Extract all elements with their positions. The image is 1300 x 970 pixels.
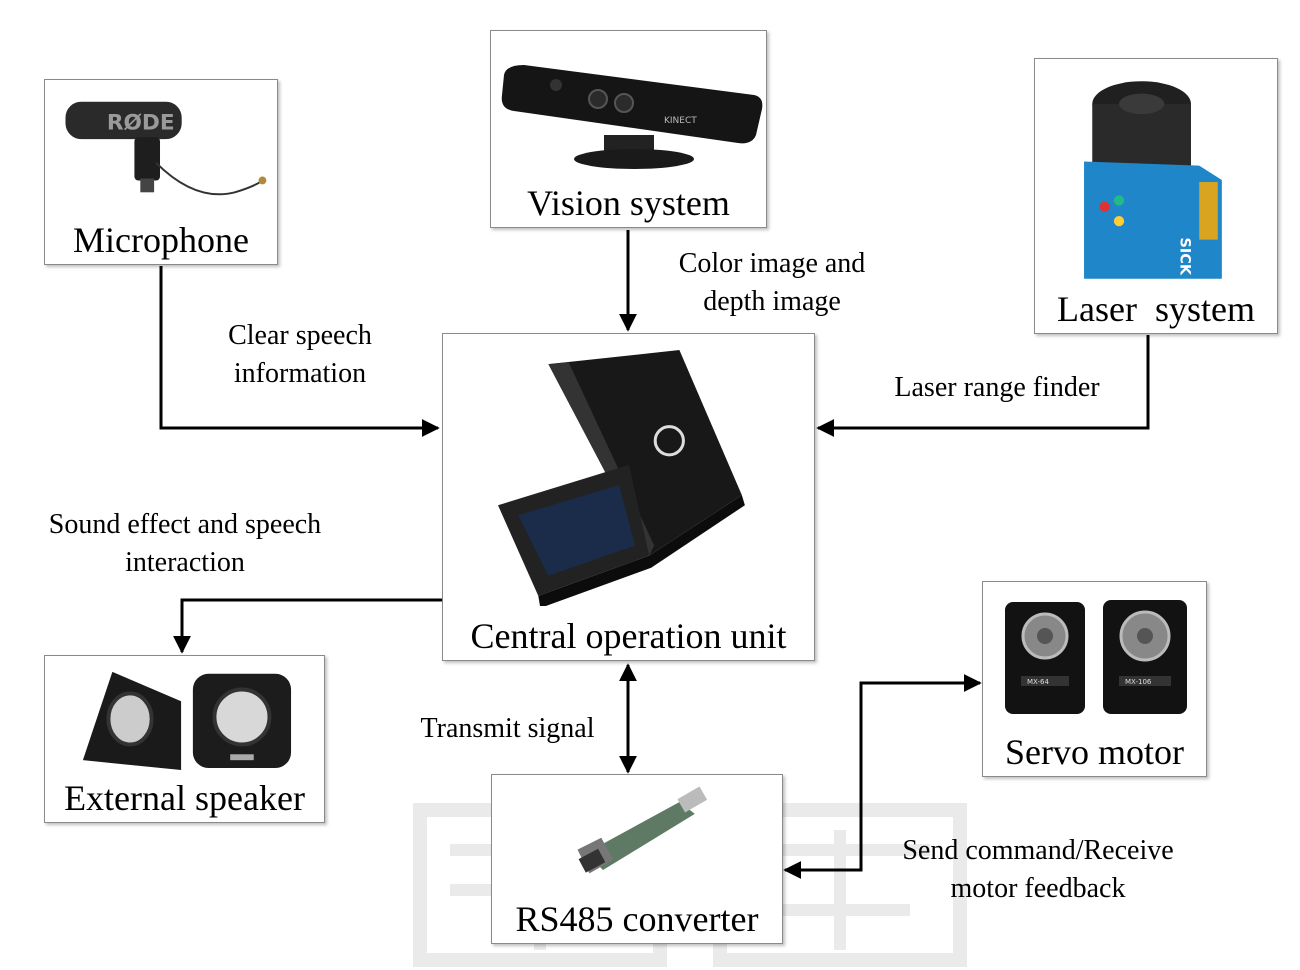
- central-operation-unit-node: Central operation unit: [442, 333, 815, 661]
- edge-label-central-rs485: Transmit signal: [400, 710, 615, 748]
- servo-motor-node: MX-64 MX-106 Servo motor: [982, 581, 1207, 777]
- rs485-converter-image: [577, 786, 708, 874]
- vision-system-label: Vision system: [527, 183, 730, 223]
- speaker-image: [82, 671, 292, 770]
- vision-system-node: KINECT Vision system: [490, 30, 767, 228]
- edge-label-mic-to-central: Clear speech information: [200, 317, 400, 393]
- edge-label-line: motor feedback: [950, 873, 1126, 904]
- edge-label-line: Laser range finder: [894, 372, 1100, 403]
- edge-label-central-to-speaker: Sound effect and speech interaction: [20, 506, 350, 582]
- edge-label-line: depth image: [703, 286, 841, 317]
- edge-label-line: information: [233, 358, 367, 389]
- laser-system-label: Laser system: [1057, 289, 1255, 329]
- central-operation-unit-label: Central operation unit: [470, 616, 787, 656]
- rs485-converter-node: RS485 converter: [491, 774, 783, 944]
- servo-motor-image: MX-64 MX-106: [1005, 600, 1187, 714]
- edge-label-line: Send command/Receive: [902, 835, 1174, 866]
- edge-label-line: Clear speech: [228, 320, 372, 351]
- microphone-node: RØDE Microphone: [44, 79, 278, 265]
- rs485-converter-label: RS485 converter: [515, 899, 759, 939]
- arrow-central-to-speaker: [173, 598, 442, 654]
- edge-label-rs485-servo: Send command/Receive motor feedback: [870, 832, 1206, 908]
- arrow-mic-to-central: [159, 266, 440, 437]
- arrow-laser-to-central: [816, 335, 1150, 437]
- laptop-image: [498, 350, 745, 606]
- edge-label-laser-to-central: Laser range finder: [872, 369, 1122, 407]
- microphone-image: RØDE: [65, 101, 267, 196]
- edge-label-line: Color image and: [678, 248, 866, 279]
- edge-label-vision-to-central: Color image and depth image: [662, 245, 882, 321]
- laser-system-node: SICK Laser system: [1034, 58, 1278, 334]
- kinect-logo-text: KINECT: [664, 116, 697, 126]
- servo-model-2: MX-106: [1125, 678, 1152, 686]
- mic-logo-text: RØDE: [107, 110, 175, 135]
- laser-scanner-image: SICK: [1084, 81, 1222, 279]
- arrow-rs485-servo: [783, 674, 982, 879]
- edge-label-line: Transmit signal: [420, 713, 595, 744]
- sick-logo-text: SICK: [1177, 238, 1193, 276]
- external-speaker-node: External speaker: [44, 655, 325, 823]
- edge-label-line: Sound effect and speech: [48, 509, 322, 540]
- servo-motor-label: Servo motor: [1005, 732, 1184, 772]
- external-speaker-label: External speaker: [64, 778, 305, 818]
- kinect-image: KINECT: [501, 65, 763, 169]
- edge-label-line: interaction: [125, 547, 245, 578]
- servo-model-1: MX-64: [1027, 678, 1049, 686]
- microphone-label: Microphone: [73, 220, 249, 260]
